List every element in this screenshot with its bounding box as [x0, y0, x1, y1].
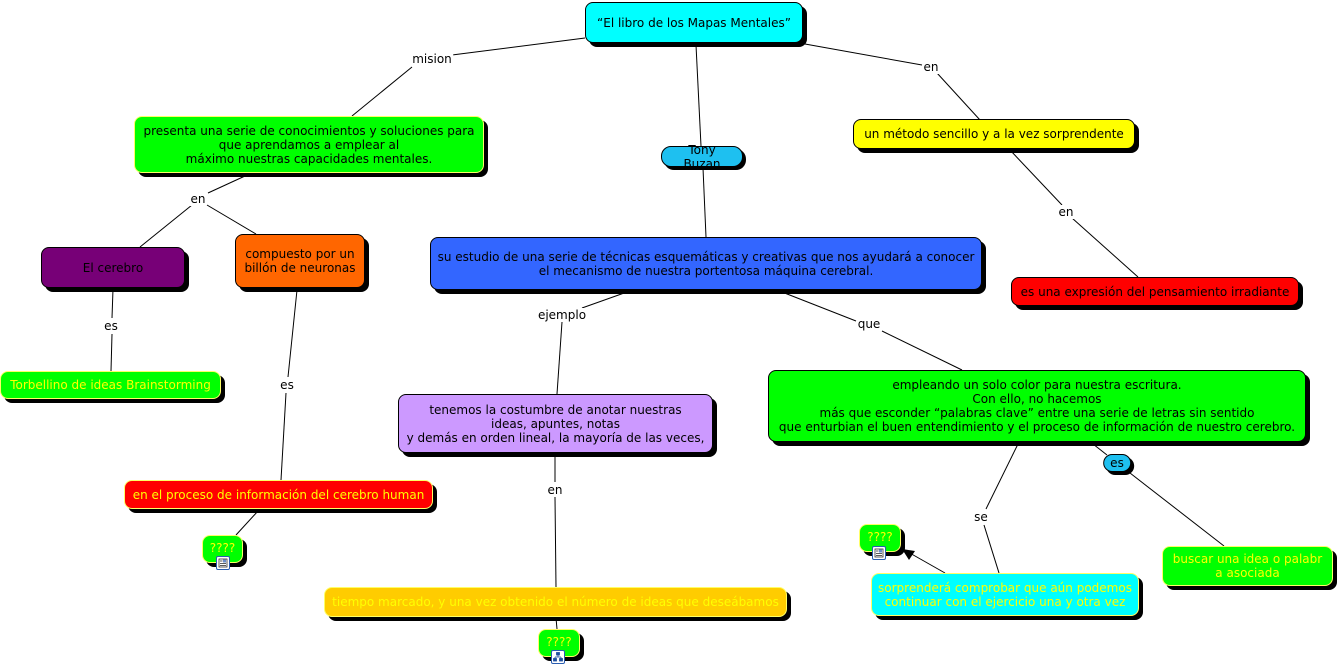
concept-text: en el proceso de información del cerebro…	[132, 487, 425, 502]
concept-empleando[interactable]: empleando un solo color para nuestra esc…	[768, 370, 1306, 442]
concept-buscar[interactable]: buscar una idea o palabr a asociada	[1162, 546, 1333, 586]
link-label-es-compuesto[interactable]: es	[279, 378, 295, 392]
connector	[111, 288, 114, 319]
connector	[1071, 217, 1139, 278]
concept-presenta[interactable]: presenta una serie de conocimientos y so…	[134, 116, 484, 173]
connector	[110, 333, 113, 372]
link-label-en-top[interactable]: en	[922, 60, 940, 74]
link-label-en-metodo[interactable]: en	[1057, 205, 1075, 219]
concept-text: compuesto por un billón de neuronas	[244, 247, 356, 275]
connector	[804, 43, 923, 66]
concept-text: Torbellino de ideas Brainstorming	[10, 378, 211, 392]
concept-expresion[interactable]: es una expresión del pensamiento irradia…	[1011, 277, 1299, 306]
concept-text: tiempo marcado, y una vez obtenido el nú…	[332, 595, 779, 609]
concept-proceso[interactable]: en el proceso de información del cerebro…	[124, 480, 433, 509]
concept-text: su estudio de una serie de técnicas esqu…	[437, 249, 975, 278]
connector	[555, 617, 558, 630]
document-icon[interactable]	[216, 556, 230, 570]
concept-text: ????	[867, 530, 893, 544]
connector	[206, 204, 257, 235]
concept-sorprendera[interactable]: sorprenderá comprobar que aún podemos co…	[871, 573, 1139, 616]
concept-text: empleando un solo color para nuestra esc…	[778, 378, 1296, 434]
concept-cerebro[interactable]: El cerebro	[41, 247, 185, 288]
link-label-es-cerebro[interactable]: es	[103, 319, 119, 333]
connector	[1009, 149, 1063, 206]
connector	[451, 37, 586, 56]
concept-text: “El libro de los Mapas Mentales”	[597, 15, 791, 30]
connector	[781, 291, 857, 322]
concept-text: sorprenderá comprobar que aún podemos co…	[878, 580, 1132, 609]
concept-text: un método sencillo y a la vez sorprenden…	[864, 127, 1124, 141]
link-label-mision[interactable]: mision	[411, 52, 453, 66]
arrowhead	[902, 549, 915, 560]
concept-tenemos[interactable]: tenemos la costumbre de anotar nuestras …	[398, 394, 713, 453]
concept-metodo[interactable]: un método sencillo y a la vez sorprenden…	[853, 119, 1135, 149]
concept-tony-buzan[interactable]: Tony Buzan	[661, 143, 743, 171]
document-icon[interactable]	[872, 546, 886, 560]
connector	[280, 392, 287, 481]
link-label-que[interactable]: que	[856, 317, 882, 331]
link-label-en-tenemos[interactable]: en	[546, 483, 564, 497]
concept-text: ????	[209, 541, 236, 555]
link-label-ejemplo[interactable]: ejemplo	[536, 308, 588, 322]
connector	[554, 496, 557, 588]
concept-compuesto[interactable]: compuesto por un billón de neuronas	[235, 234, 365, 288]
connector	[351, 66, 413, 117]
concept-estudio[interactable]: su estudio de una serie de técnicas esqu…	[430, 237, 982, 290]
connector	[881, 330, 963, 371]
connector	[702, 167, 707, 238]
connector	[235, 510, 259, 536]
concept-text: es una expresión del pensamiento irradia…	[1020, 284, 1290, 299]
concept-tiempo[interactable]: tiempo marcado, y una vez obtenido el nú…	[324, 587, 787, 617]
connector	[1092, 443, 1108, 456]
concept-text: ????	[546, 635, 572, 649]
concept-text: Tony Buzan	[683, 142, 721, 171]
link-label-en-left[interactable]: en	[189, 192, 207, 206]
concept-torbellino[interactable]: Torbellino de ideas Brainstorming	[0, 371, 221, 399]
concept-text: tenemos la costumbre de anotar nuestras …	[406, 402, 705, 445]
link-label-se[interactable]: se	[973, 510, 989, 524]
connector	[907, 551, 946, 574]
connector	[556, 321, 563, 395]
concept-text: buscar una idea o palabr a asociada	[1172, 552, 1323, 580]
connector	[139, 204, 193, 248]
connector	[207, 175, 246, 194]
connector	[983, 524, 1000, 574]
connector	[985, 443, 1019, 510]
concept-text: presenta una serie de conocimientos y so…	[143, 123, 475, 166]
concept-text: El cerebro	[82, 260, 144, 275]
connector	[695, 44, 702, 147]
connector	[287, 289, 298, 378]
connector	[1129, 472, 1225, 547]
connector	[936, 72, 981, 121]
link-label-es-pill[interactable]: es	[1103, 454, 1131, 472]
connector	[581, 291, 628, 309]
hierarchy-icon[interactable]	[551, 650, 565, 664]
concept-root[interactable]: “El libro de los Mapas Mentales”	[585, 2, 803, 43]
